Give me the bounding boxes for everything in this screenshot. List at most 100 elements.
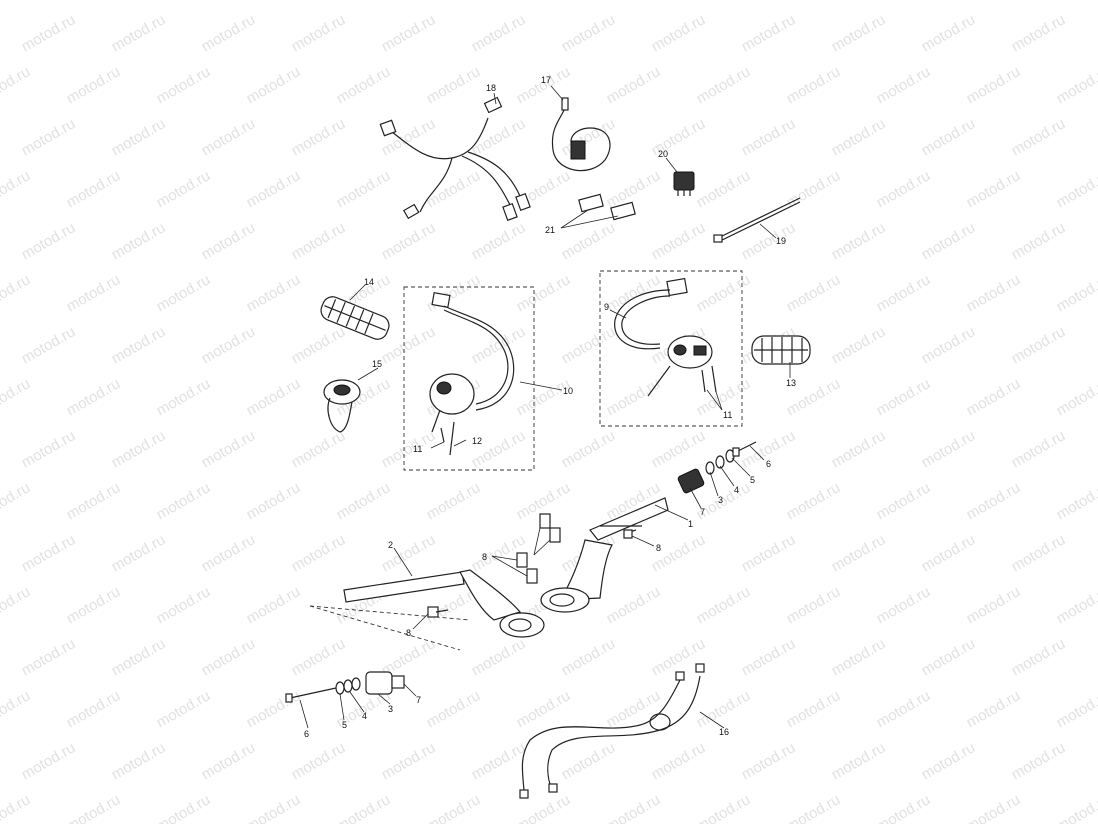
watermark-text: motod.ru [109,427,169,471]
watermark-text: motod.ru [874,583,934,627]
watermark-text: motod.ru [469,11,529,55]
watermark-text: motod.ru [919,635,979,679]
watermark-text: motod.ru [829,427,889,471]
grip-13 [752,336,810,364]
watermark-text: motod.ru [559,11,619,55]
watermark-text: motod.ru [334,0,394,3]
watermark-text: motod.ru [154,167,214,211]
watermark-text: motod.ru [154,375,214,419]
watermark-text: motod.ru [0,479,33,523]
watermark-text: motod.ru [379,11,439,55]
watermark-text: motod.ru [244,167,304,211]
watermark-text: motod.ru [424,271,484,315]
watermark-text: motod.ru [424,791,484,824]
watermark-text: motod.ru [154,271,214,315]
watermark-text: motod.ru [19,739,79,783]
watermark-text: motod.ru [0,271,33,315]
watermark-text: motod.ru [469,323,529,367]
watermark-text: motod.ru [559,323,619,367]
watermark-text: motod.ru [964,791,1024,824]
watermark-text: motod.ru [469,115,529,159]
watermark-text: motod.ru [289,635,349,679]
callout-8a: 8 [656,543,661,553]
watermark-text: motod.ru [0,375,33,419]
wiring-harness-18 [380,98,530,221]
watermark-text: motod.ru [19,11,79,55]
callout-10: 10 [563,386,573,396]
watermark-text: motod.ru [1009,531,1069,575]
watermark-text: motod.ru [649,531,709,575]
watermark-text: motod.ru [109,531,169,575]
watermark-text: motod.ru [244,271,304,315]
watermark-text: motod.ru [424,687,484,731]
watermark-text: motod.ru [1054,0,1098,3]
watermark-text: motod.ru [514,375,574,419]
callout-17: 17 [541,75,551,85]
callout-5b: 5 [342,720,347,730]
watermark-text: motod.ru [109,11,169,55]
watermark-text: motod.ru [109,323,169,367]
watermark-text: motod.ru [334,479,394,523]
watermark-text: motod.ru [154,63,214,107]
watermark-text: motod.ru [0,63,33,107]
watermark-text: motod.ru [109,115,169,159]
watermark-text: motod.ru [604,791,664,824]
watermark-text: motod.ru [649,11,709,55]
watermark-text: motod.ru [694,791,754,824]
callout-13: 13 [786,378,796,388]
watermark-text: motod.ru [919,219,979,263]
callout-11b: 11 [723,410,732,420]
watermark-text: motod.ru [1009,323,1069,367]
watermark-text: motod.ru [604,375,664,419]
watermark-text: motod.ru [1054,167,1098,211]
watermark-text: motod.ru [784,687,844,731]
watermark-text: motod.ru [829,739,889,783]
watermark-text: motod.ru [1009,635,1069,679]
watermark-text: motod.ru [1054,63,1098,107]
watermark-text: motod.ru [604,167,664,211]
callout-2: 2 [388,540,393,550]
watermark-text: motod.ru [379,739,439,783]
watermark-text: motod.ru [64,167,124,211]
watermark-text: motod.ru [559,635,619,679]
watermark-text: motod.ru [919,531,979,575]
watermark-text: motod.ru [244,791,304,824]
watermark-text: motod.ru [19,635,79,679]
callout-14: 14 [364,277,374,287]
watermark-text: motod.ru [919,11,979,55]
callout-19: 19 [776,236,786,246]
watermark-text: motod.ru [874,63,934,107]
watermark-text: motod.ru [469,427,529,471]
watermark-text: motod.ru [964,583,1024,627]
watermark-text: motod.ru [109,739,169,783]
callout-15: 15 [372,359,382,369]
watermark-text: motod.ru [1054,375,1098,419]
watermark-text: motod.ru [64,791,124,824]
callout-3b: 3 [388,704,393,714]
watermark-text: motod.ru [694,583,754,627]
watermark-text: motod.ru [604,271,664,315]
watermark-text: motod.ru [424,63,484,107]
watermark-text: motod.ru [829,219,889,263]
watermark-text: motod.ru [334,63,394,107]
watermark-text: motod.ru [19,115,79,159]
watermark-text: motod.ru [244,583,304,627]
watermark-text: motod.ru [1009,427,1069,471]
watermark-text: motod.ru [379,219,439,263]
watermark-text: motod.ru [64,479,124,523]
watermark-text: motod.ru [289,219,349,263]
watermark-text: motod.ru [514,687,574,731]
watermark-text: motod.ru [469,219,529,263]
watermark-text: motod.ru [1009,11,1069,55]
callout-8b: 8 [482,552,487,562]
watermark-text: motod.ru [154,791,214,824]
watermark-text: motod.ru [199,635,259,679]
watermark-text: motod.ru [199,427,259,471]
watermark-text: motod.ru [964,271,1024,315]
watermark-text: motod.ru [739,115,799,159]
callout-8c: 8 [406,628,411,638]
watermark-text: motod.ru [784,167,844,211]
watermark-text: motod.ru [694,687,754,731]
callout-11a: 11 [413,444,422,454]
